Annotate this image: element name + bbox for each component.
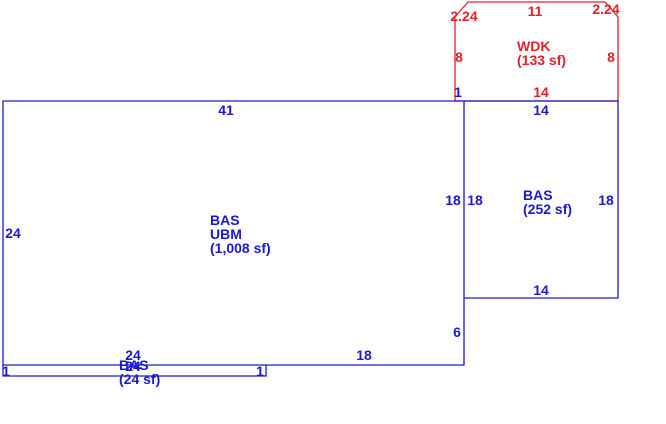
wdk-bottom-dim: 14 [533,84,549,100]
right-right-dim: 18 [598,192,614,208]
main-area-label: (1,008 sf) [210,240,271,256]
wdk-code-label: WDK [517,38,550,54]
strip-code-label: BAS [119,357,149,373]
wdk-corner-left-dim: 2.24 [450,8,477,24]
strip-top-dim: 24 [125,347,141,363]
wdk-left-dim: 8 [455,49,463,65]
right-code-label: BAS [523,187,553,203]
wdk-right-dim: 8 [607,49,615,65]
main-right-dim: 18 [445,192,461,208]
strip-right-dim: 1 [256,363,264,379]
strip-left-dim: 1 [2,363,10,379]
right-left-dim: 18 [467,192,483,208]
bas-ubm-outline [2,100,465,366]
right-top-dim: 14 [533,102,549,118]
wdk-corner-right-dim: 2.24 [592,1,619,17]
bas-strip-outline [2,365,267,377]
main-code-label: BAS [210,212,240,228]
wdk-area-label: (133 sf) [517,52,566,68]
bas-right-outline [464,100,619,299]
right-bottom-dim: 14 [533,282,549,298]
main-top-dim: 41 [218,102,234,118]
wdk-top-dim: 11 [528,3,543,19]
main-left-dim: 24 [5,225,21,241]
main-right-lower-dim: 6 [453,324,461,340]
wdk-small-dim: 1 [454,84,462,100]
main-code2-label: UBM [210,226,242,242]
main-bottom-dim: 18 [356,347,372,363]
strip-bottom-dim: 24 [125,358,141,374]
right-area-label: (252 sf) [523,201,572,217]
strip-area-label: (24 sf) [119,371,160,387]
